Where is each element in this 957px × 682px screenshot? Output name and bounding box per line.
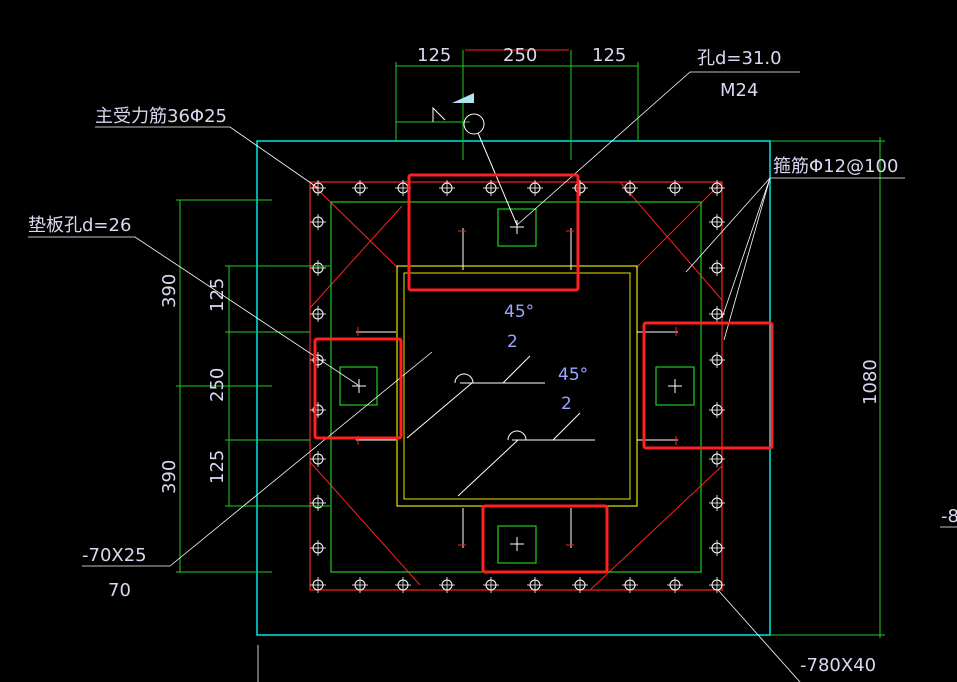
base-plate-label: -780X40 — [800, 655, 876, 676]
right-dimension — [770, 137, 885, 638]
weld-symbol-1 — [406, 355, 545, 439]
angle-label-2: 45° — [558, 365, 588, 385]
column-outline-inner — [403, 272, 631, 500]
left-dim-125-top: 125 — [207, 278, 228, 312]
main-rebar-label: 主受力筋36Φ25 — [95, 106, 227, 127]
leader-lines — [28, 71, 905, 682]
angle-label-1: 45° — [504, 302, 534, 322]
cut-edge-label: -8 — [941, 506, 957, 527]
highlight-boxes — [313, 173, 774, 574]
washer-hole-label: 垫板孔d=26 — [28, 215, 131, 236]
left-dim-390-top: 390 — [159, 274, 180, 308]
hole-label: 孔d=31.0 — [697, 48, 782, 69]
top-dim-250: 250 — [503, 45, 537, 66]
bolt-crosses — [352, 220, 682, 551]
rebar-corner-ties — [309, 181, 723, 591]
base-plate-outline — [256, 140, 771, 636]
top-dim-125-left: 125 — [417, 45, 451, 66]
stirrup-label: 箍筋Φ12@100 — [773, 156, 898, 177]
washers — [339, 208, 695, 564]
top-dim-125-right: 125 — [592, 45, 626, 66]
washer-width-label: 70 — [108, 580, 131, 601]
left-dim-125-bottom: 125 — [207, 450, 228, 484]
weld-size-label-1: 2 — [507, 332, 518, 352]
left-dim-390-bottom: 390 — [159, 460, 180, 494]
rebar-bars — [310, 180, 725, 593]
left-dim-250: 250 — [207, 368, 228, 402]
left-dimensions — [176, 199, 330, 573]
stiffener-red-ticks — [357, 230, 677, 546]
washer-size-label: -70X25 — [82, 545, 147, 566]
top-dimensions — [395, 50, 639, 160]
weld-size-label-2: 2 — [561, 394, 572, 414]
section-mark — [432, 93, 518, 226]
rebar-cage-outline — [309, 181, 723, 591]
weld-symbol-2 — [457, 412, 595, 497]
bolt-label: M24 — [720, 80, 758, 101]
right-dim-1080: 1080 — [860, 359, 881, 405]
